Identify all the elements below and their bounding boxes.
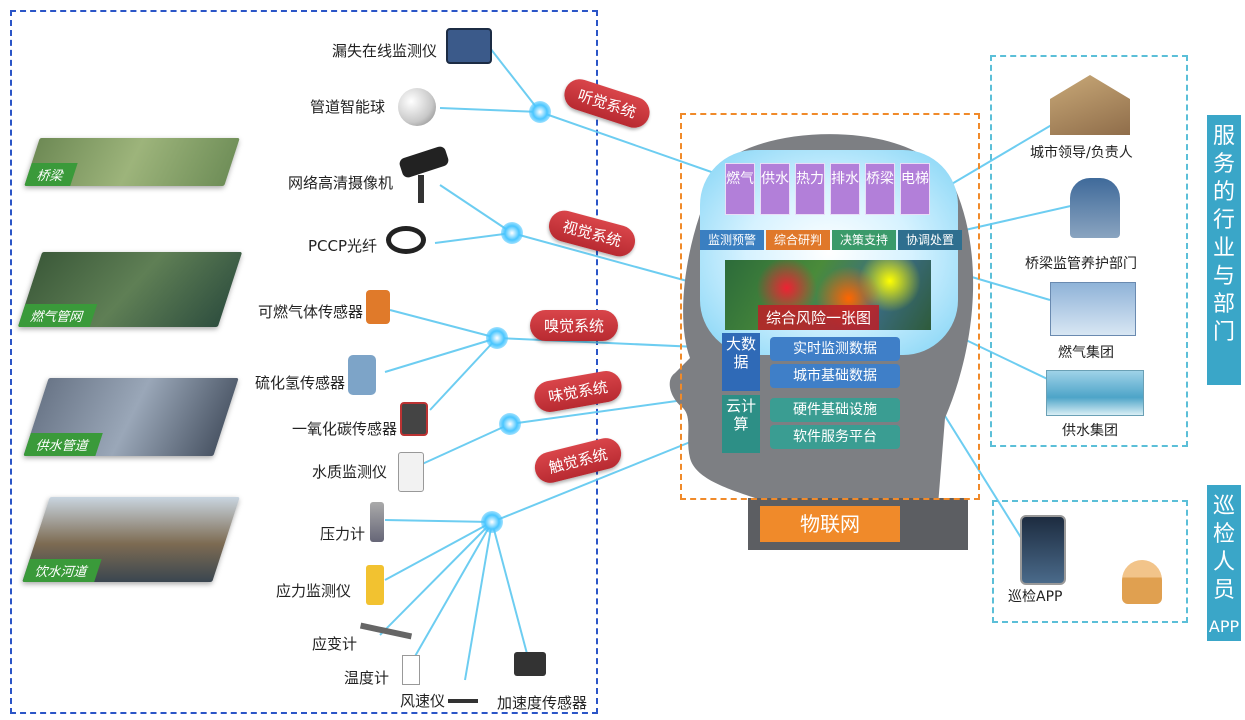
fiber-coil-icon xyxy=(386,226,426,254)
utility-bridge: 桥梁 xyxy=(865,163,895,215)
smart-ball-icon xyxy=(398,88,436,126)
sensor-label: 风速仪 xyxy=(399,692,445,710)
cloud-item: 硬件基础设施 xyxy=(770,398,900,422)
department-label: 桥梁监管养护部门 xyxy=(1025,256,1137,272)
function-analysis: 综合研判 xyxy=(766,230,830,250)
accelerometer-icon xyxy=(514,652,546,676)
scene-river: 饮水河道 xyxy=(22,497,240,582)
scene-label: 燃气管网 xyxy=(17,304,98,327)
bigdata-title: 大数据 xyxy=(722,333,760,391)
smell-system-label: 嗅觉系统 xyxy=(530,310,619,341)
scene-bridge: 桥梁 xyxy=(24,138,240,186)
sensor-label: 硫化氢传感器 xyxy=(254,374,345,392)
utility-drainage: 排水 xyxy=(830,163,860,215)
leak-monitor-icon xyxy=(446,28,492,64)
inspectors-side-tab: 巡检人员 xyxy=(1207,485,1241,613)
heatmap-caption: 综合风险一张图 xyxy=(758,305,880,330)
inspectors-app-side-tab: APP xyxy=(1207,613,1241,641)
thermometer-icon xyxy=(402,655,420,685)
function-monitoring: 监测预警 xyxy=(700,230,764,250)
sensor-label: 应力监测仪 xyxy=(275,582,351,600)
sensor-group-frame xyxy=(10,10,598,714)
utility-gas: 燃气 xyxy=(725,163,755,215)
anemometer-icon xyxy=(448,665,478,703)
departments-frame xyxy=(990,55,1188,447)
scene-label: 桥梁 xyxy=(24,163,78,186)
sensor-label: 漏失在线监测仪 xyxy=(331,42,437,60)
sensor-label: PCCP光纤 xyxy=(307,237,377,255)
cloud-title: 云计算 xyxy=(722,395,760,453)
water-quality-icon xyxy=(398,452,424,492)
bigdata-item: 城市基础数据 xyxy=(770,364,900,388)
taste-node xyxy=(499,413,521,435)
inspector-icon xyxy=(1122,560,1162,604)
smell-node xyxy=(486,327,508,349)
scene-label: 饮水河道 xyxy=(22,559,102,582)
bigdata-item: 实时监测数据 xyxy=(770,337,900,361)
touch-node xyxy=(481,511,503,533)
h2s-sensor-icon xyxy=(348,355,376,395)
sensor-label: 一氧化碳传感器 xyxy=(291,420,397,438)
vision-node xyxy=(501,222,523,244)
sensor-label: 网络高清摄像机 xyxy=(287,174,393,192)
sensor-label: 应变计 xyxy=(311,635,357,653)
cloud-title-text: 云计算 xyxy=(725,397,756,433)
inspection-frame xyxy=(992,500,1188,623)
sensor-label: 加速度传感器 xyxy=(496,694,587,712)
scene-label: 供水管道 xyxy=(23,433,103,456)
cloud-item: 软件服务平台 xyxy=(770,425,900,449)
bigdata-title-text: 大数据 xyxy=(725,335,756,371)
brain-frame xyxy=(680,113,980,500)
department-label: 城市领导/负责人 xyxy=(1030,145,1133,161)
inspection-app-label: 巡检APP xyxy=(1008,589,1063,605)
building-icon xyxy=(1050,282,1136,336)
scene-gas-network: 燃气管网 xyxy=(17,252,243,327)
gas-sensor-icon xyxy=(366,290,390,324)
co-sensor-icon xyxy=(400,402,428,436)
office-worker-icon xyxy=(1070,178,1120,238)
department-label: 供水集团 xyxy=(1062,423,1118,439)
camera-stand-icon xyxy=(418,175,424,203)
scene-water-pipeline: 供水管道 xyxy=(23,378,239,456)
hearing-node xyxy=(529,101,551,123)
sensor-label: 温度计 xyxy=(343,669,389,687)
sensor-label: 水质监测仪 xyxy=(311,463,387,481)
sensor-label: 压力计 xyxy=(319,525,365,543)
phone-icon xyxy=(1020,515,1066,585)
water-plant-icon xyxy=(1046,370,1144,416)
stress-monitor-icon xyxy=(366,565,384,605)
utility-heat: 热力 xyxy=(795,163,825,215)
iot-label: 物联网 xyxy=(760,506,900,542)
sensor-label: 管道智能球 xyxy=(309,98,385,116)
utility-elevator: 电梯 xyxy=(900,163,930,215)
sensor-label: 可燃气体传感器 xyxy=(257,303,363,321)
pressure-gauge-icon xyxy=(370,502,384,542)
services-side-tab: 服务的行业与部门 xyxy=(1207,115,1241,385)
department-label: 燃气集团 xyxy=(1058,345,1114,361)
utility-water-supply: 供水 xyxy=(760,163,790,215)
function-decision: 决策支持 xyxy=(832,230,896,250)
function-coordination: 协调处置 xyxy=(898,230,962,250)
